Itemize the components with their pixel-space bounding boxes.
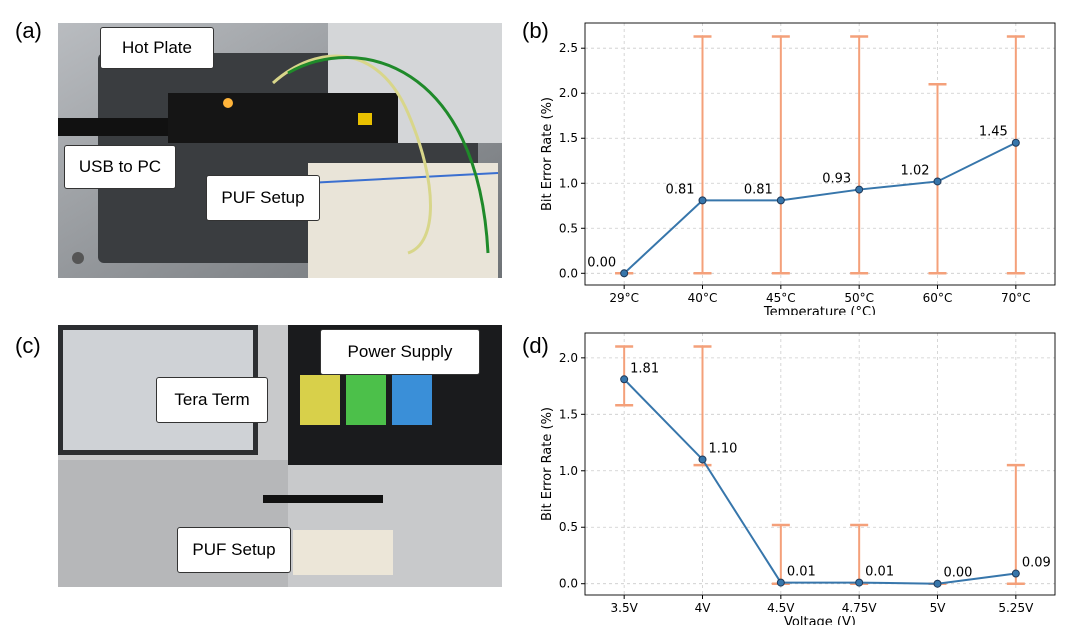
volt-chart-data-point [698, 455, 707, 464]
hot-plate-scene [58, 23, 502, 278]
volt-chart-data-point [855, 578, 864, 587]
volt-chart-ytick-label: 2.0 [559, 351, 578, 365]
volt-chart-data-point [776, 578, 785, 587]
usb-to-pc-callout: USB to PC [64, 145, 176, 189]
volt-chart-xlabel: Voltage (V) [784, 615, 856, 625]
puf-setup-callout-a: PUF Setup [206, 175, 320, 221]
volt-chart-plot-frame [584, 332, 1056, 596]
temp-chart-ytick-label: 2.5 [559, 41, 578, 55]
temp-chart-series-line [623, 141, 1017, 275]
chart-voltage-ber: 1.81 1.10 0.01 0.01 0.00 0.09 0.0 0.5 1.0 1.5 2.0 3… [540, 332, 1056, 625]
panel-label-d: (d) [522, 333, 549, 358]
temp-chart-data-label: 0.81 [744, 182, 773, 197]
volt-chart-xtick-label: 4V [695, 601, 712, 615]
temp-chart-plot-frame [584, 22, 1056, 286]
temp-chart-data-point [1011, 138, 1020, 147]
volt-chart-ytick-label: 0.5 [559, 520, 578, 534]
volt-chart-data-point [620, 375, 629, 384]
panel-label-c: (c) [15, 333, 41, 358]
volt-chart-data-point [933, 579, 942, 588]
volt-chart-data-label: 1.10 [709, 441, 738, 456]
volt-chart-data-label: 0.09 [1022, 556, 1051, 571]
temp-chart-xtick-label: 50°C [844, 291, 874, 305]
volt-chart-ytick-label: 1.0 [559, 464, 578, 478]
volt-chart-data-point [1011, 569, 1020, 578]
temp-chart-ytick-label: 1.0 [559, 176, 578, 190]
temp-chart-xtick-label: 40°C [688, 291, 718, 305]
volt-chart-series-line [623, 378, 1016, 585]
temp-chart-xtick-label: 70°C [1001, 291, 1031, 305]
temp-chart-data-label: 1.02 [901, 163, 930, 178]
temp-chart-ytick-label: 0.0 [559, 266, 578, 280]
temp-chart-ytick-label: 2.0 [559, 86, 578, 100]
temp-chart-xlabel: Temperature (°C) [763, 305, 876, 315]
temp-chart-data-label: 0.81 [666, 182, 695, 197]
temp-chart-xtick-label: 29°C [609, 291, 639, 305]
photo-power-supply-setup: Power Supply Tera Term PUF Setup [58, 325, 502, 587]
temp-chart-ytick-label: 0.5 [559, 221, 578, 235]
volt-chart-data-label: 0.01 [787, 565, 816, 580]
temp-chart-data-label: 1.45 [979, 125, 1008, 140]
temp-chart-data-point [855, 185, 864, 194]
volt-chart-xtick-label: 4.75V [842, 601, 878, 615]
volt-chart-ytick-label: 0.0 [559, 577, 578, 591]
panel-label-b: (b) [522, 18, 549, 43]
temp-chart-ytick-label: 1.5 [559, 131, 578, 145]
volt-chart-xtick-label: 3.5V [611, 601, 639, 615]
temp-chart-data-point [933, 177, 942, 186]
volt-chart-xtick-label: 4.5V [767, 601, 795, 615]
photo-hot-plate-setup: Hot Plate USB to PC PUF Setup [58, 23, 502, 278]
volt-chart-data-label: 0.01 [865, 565, 894, 580]
puf-setup-callout-c: PUF Setup [177, 527, 291, 573]
volt-chart-ytick-label: 1.5 [559, 407, 578, 421]
temp-chart-data-label: 0.00 [587, 255, 616, 270]
power-supply-callout: Power Supply [320, 329, 480, 375]
panel-label-a: (a) [15, 18, 42, 43]
temp-chart-ylabel: Bit Error Rate (%) [540, 97, 555, 211]
temp-chart-xtick-label: 45°C [766, 291, 796, 305]
tera-term-callout: Tera Term [156, 377, 268, 423]
temp-chart-xtick-label: 60°C [923, 291, 953, 305]
temp-chart-data-point [698, 196, 707, 205]
volt-chart-data-label: 1.81 [630, 361, 659, 376]
volt-chart-xtick-label: 5.25V [998, 601, 1034, 615]
volt-chart-data-label: 0.00 [944, 566, 973, 581]
chart-temperature-ber: 0.00 0.81 0.81 0.93 1.02 1.45 0.0 0.5 1.0 1.5 2.0 2… [540, 22, 1056, 315]
volt-chart-ylabel: Bit Error Rate (%) [540, 407, 555, 521]
temp-chart-data-point [776, 196, 785, 205]
hot-plate-callout: Hot Plate [100, 27, 214, 69]
temp-chart-data-point [620, 269, 629, 278]
volt-chart-xtick-label: 5V [930, 601, 947, 615]
temp-chart-data-label: 0.93 [822, 172, 851, 187]
